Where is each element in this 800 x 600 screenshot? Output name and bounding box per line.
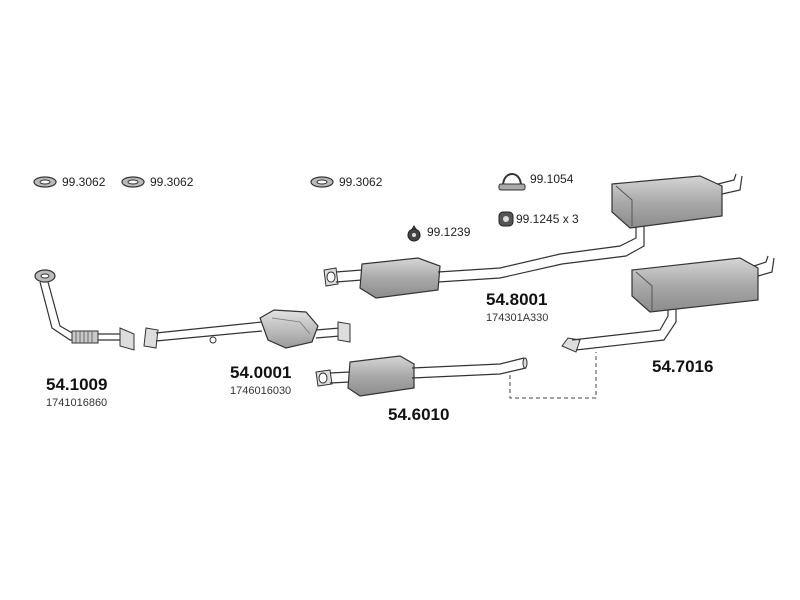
accessory-label: 99.1239 <box>427 225 471 239</box>
oe-number-label: 174301A330 <box>486 312 548 324</box>
part-number-label: 54.6010 <box>388 405 449 424</box>
accessory-label: 99.3062 <box>62 175 106 189</box>
accessory-label: 99.3062 <box>150 175 194 189</box>
rear-silencer-variant <box>561 255 775 353</box>
pipe-clamp-icon <box>498 173 526 191</box>
part-number-label: 54.7016 <box>652 357 713 376</box>
accessory-label: 99.1245 x 3 <box>516 212 579 226</box>
rubber-hanger-icon <box>407 225 421 242</box>
accessory-label: 99.3062 <box>339 175 383 189</box>
middle-rear-silencer <box>323 173 743 299</box>
gasket-ring-icon <box>121 176 145 188</box>
gasket-ring-icon <box>33 176 57 188</box>
catalytic-converter <box>143 309 351 349</box>
part-number-label: 54.1009 <box>46 375 107 394</box>
part-number-label: 54.8001 <box>486 290 547 309</box>
oe-number-label: 1746016030 <box>230 385 291 397</box>
oe-number-label: 1741016860 <box>46 397 107 409</box>
part-number-label: 54.0001 <box>230 363 291 382</box>
front-pipe <box>34 269 135 351</box>
alternative-connector <box>509 352 597 399</box>
accessory-label: 99.1054 <box>530 172 574 186</box>
middle-silencer-variant <box>315 355 528 397</box>
rubber-mount-icon <box>498 211 514 227</box>
gasket-ring-icon <box>310 176 334 188</box>
